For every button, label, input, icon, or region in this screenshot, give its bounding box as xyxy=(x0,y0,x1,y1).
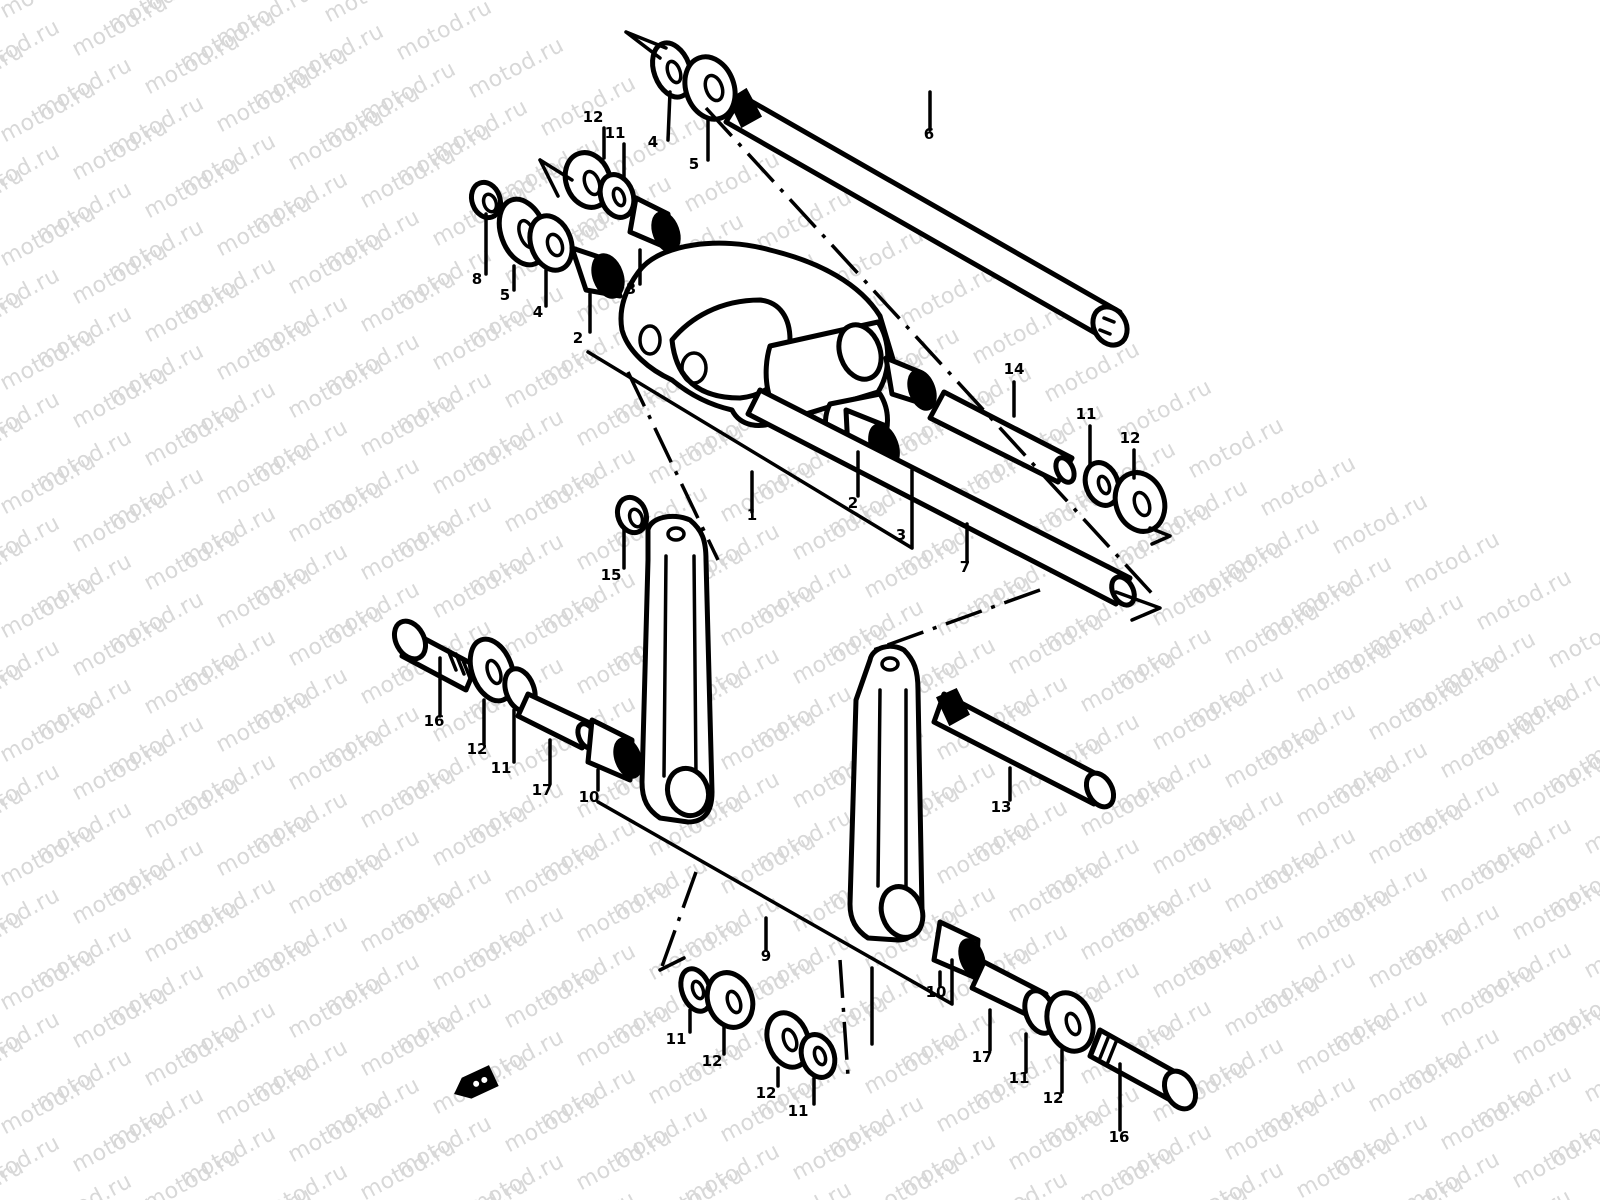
callout-c8: 8 xyxy=(472,270,482,288)
callout-c11a: 11 xyxy=(605,124,626,142)
alignment-line xyxy=(838,959,850,1077)
callout-c10b: 10 xyxy=(926,983,947,1001)
bracket-9 xyxy=(596,800,954,1006)
callout-c2b: 2 xyxy=(848,494,858,512)
callout-c4b: 4 xyxy=(533,303,543,321)
callout-c12c: 12 xyxy=(467,740,488,758)
callout-c14: 14 xyxy=(1004,360,1025,378)
alignment-line xyxy=(867,588,1041,654)
callout-c11f: 11 xyxy=(1009,1069,1030,1087)
callout-c17a: 17 xyxy=(532,781,553,799)
alignment-line xyxy=(658,871,698,973)
callout-c9: 9 xyxy=(761,947,771,965)
nut-15[interactable] xyxy=(613,493,652,536)
callout-c2a: 2 xyxy=(573,329,583,347)
washer-11-lower-mid[interactable] xyxy=(795,1030,840,1082)
callout-c12d: 12 xyxy=(702,1052,723,1070)
callout-c16b: 16 xyxy=(1109,1128,1130,1146)
alignment-line xyxy=(704,106,1160,602)
guide-line xyxy=(1148,526,1172,546)
callout-c7: 7 xyxy=(960,558,970,576)
callout-c17b: 17 xyxy=(972,1048,993,1066)
spacer-14[interactable] xyxy=(927,389,1078,485)
callout-c12b: 12 xyxy=(1120,429,1141,447)
callout-c10a: 10 xyxy=(579,788,600,806)
guide-line xyxy=(1114,590,1162,622)
callout-c15: 15 xyxy=(601,566,622,584)
callout-c11d: 11 xyxy=(666,1030,687,1048)
callout-c3a: 3 xyxy=(626,280,636,298)
callout-c11b: 11 xyxy=(1076,405,1097,423)
bolt-13[interactable] xyxy=(931,688,1119,812)
cushion-rod-9-right[interactable] xyxy=(847,643,930,943)
bushing-10-left[interactable] xyxy=(585,717,646,783)
bushing-3-left[interactable] xyxy=(627,195,684,255)
callout-c16a: 16 xyxy=(424,712,445,730)
callout-c4a: 4 xyxy=(648,133,658,151)
washer-4-left[interactable] xyxy=(523,210,580,276)
callout-c5a: 5 xyxy=(689,155,699,173)
callout-c13: 13 xyxy=(991,798,1012,816)
washer-11-right[interactable] xyxy=(1079,458,1124,510)
callout-c3b: 3 xyxy=(896,526,906,544)
leader-lines xyxy=(438,90,1136,1132)
guide-line xyxy=(624,30,668,60)
washer-12-lower-center[interactable] xyxy=(700,966,760,1034)
washer-12-lower-right[interactable] xyxy=(1039,986,1101,1057)
bracket-1 xyxy=(586,350,914,550)
callout-c6: 6 xyxy=(924,125,934,143)
washer-12-right[interactable] xyxy=(1107,466,1173,539)
callout-c11c: 11 xyxy=(491,759,512,777)
alignment-line xyxy=(626,371,720,561)
bushing-2-left[interactable] xyxy=(569,245,629,301)
callout-c1: 1 xyxy=(747,506,757,524)
front-arrow-icon xyxy=(454,1065,499,1099)
callout-c12e: 12 xyxy=(756,1084,777,1102)
callout-c12f: 12 xyxy=(1043,1089,1064,1107)
bracket-9b xyxy=(658,956,874,1046)
bushing-3-right[interactable] xyxy=(883,355,940,413)
guide-line xyxy=(538,158,574,198)
cushion-rod-9-left[interactable] xyxy=(639,513,715,825)
callout-c5b: 5 xyxy=(500,286,510,304)
nut-8[interactable] xyxy=(467,178,506,221)
cushion-lever-1[interactable] xyxy=(618,240,898,459)
callout-c11e: 11 xyxy=(788,1102,809,1120)
bolt-16-left[interactable] xyxy=(388,616,479,693)
washer-5-top[interactable] xyxy=(677,50,744,127)
washer-12-lower-mid[interactable] xyxy=(760,1007,817,1073)
washer-11-left-top[interactable] xyxy=(594,170,639,222)
bolt-16-right[interactable] xyxy=(1087,1027,1202,1114)
callout-c12a: 12 xyxy=(583,108,604,126)
